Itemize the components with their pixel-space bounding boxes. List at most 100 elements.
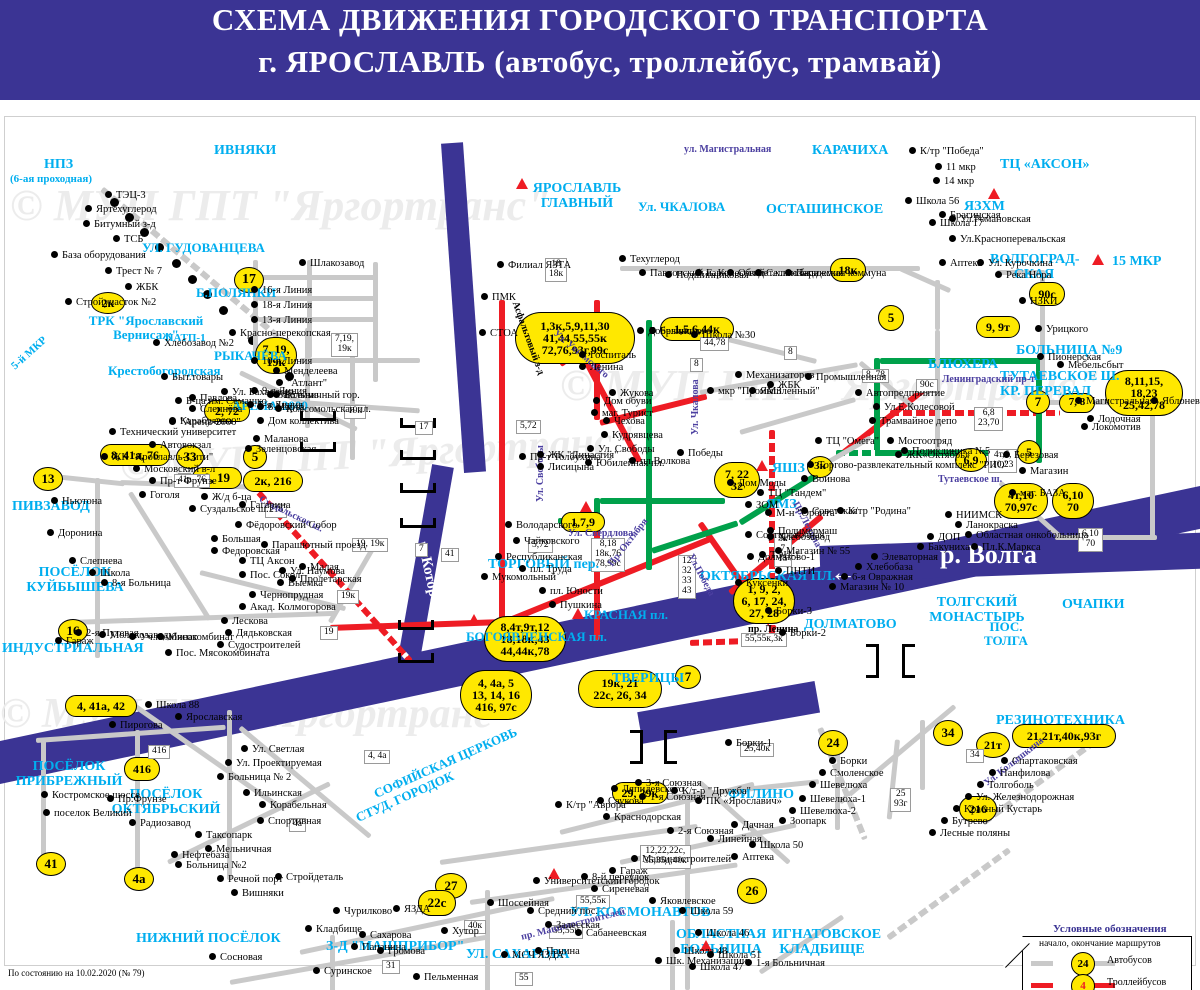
stop-dot [841,573,848,580]
stop-label: Ул.Е.Колесовой [884,402,955,413]
stop-label: Таксопарк [206,830,253,841]
stop-label: 1-я Союзная [650,792,706,803]
stop-label: Борки-1 [736,738,772,749]
route-badge[interactable]: 26 [737,878,767,904]
terminal-name: ОСТАШИНСКОЕ [766,202,884,217]
stop-dot [1009,489,1016,496]
terminal-name: РЕЗИНОТЕХНИКА [996,713,1125,728]
terminal-name: УЛ. САХАРОВА [466,947,570,962]
stop-dot [869,417,876,424]
terminal-name: РЫКАЧЁВА [214,348,287,363]
stop-label: Советская [812,506,858,517]
stop-dot [1035,325,1042,332]
route-badge[interactable]: 22с [418,890,456,916]
stop-label: поселок Великий [54,808,132,819]
route-badge[interactable]: 216 [959,796,997,822]
stop-label: Победы [688,448,723,459]
bridge-icon [398,620,434,630]
stop-label: Хлебозавод [778,532,831,543]
stop-label: 8-й переулок [592,872,650,883]
stop-label: Московский в-л [144,464,216,475]
stop-dot [257,417,264,424]
route-badge[interactable]: 2, 72 [204,400,250,422]
stop-dot [65,298,72,305]
route-badge[interactable]: 8, 41а, 76 [100,444,170,466]
route-badge[interactable]: 5 [878,305,904,331]
stop-label: Суздальское ш. [200,504,269,515]
stop-dot [165,649,172,656]
stop-dot [801,475,808,482]
stop-dot [277,579,284,586]
stop-label: Дом обуви [604,396,652,407]
stop-dot [251,301,258,308]
stop-label: Ньютона [62,496,103,507]
stop-dot [707,387,714,394]
header-title-line2: г. ЯРОСЛАВЛЬ (автобус, троллейбус, трамв… [258,44,942,79]
route-badge[interactable]: 1,7,9 [561,512,605,532]
route-badge[interactable]: 1, 9, 2,6, 17, 24,27, 28 [733,578,795,624]
route-badge[interactable]: 6,9 [955,448,987,472]
route-badge[interactable]: 21,21т,40к,93г [1012,724,1116,748]
route-badge[interactable]: 13 [33,467,63,491]
stop-dot [313,967,320,974]
route-badge[interactable]: 4а [124,867,154,891]
stop-label: Парижская коммуна [796,268,887,279]
stop-label: Чернопрудная [260,590,324,601]
stop-dot [855,563,862,570]
stop-label: ЖБК [778,380,801,391]
stop-dot [805,373,812,380]
stop-dot [689,963,696,970]
terminal-name: ПОС. ТОЛГА [984,619,1028,648]
route-badge[interactable]: 4, 41а, 42 [65,695,137,717]
terminal-name: ТВЕРИЦЫ [612,671,685,686]
route-badge[interactable]: 9, 9т [976,316,1020,338]
stop-dot [939,259,946,266]
bridge-icon [664,730,677,764]
stop-dot [251,286,258,293]
terminal-name: ЯЗХМ [964,199,1005,214]
stop-dot [731,821,738,828]
route-line [1055,535,1157,540]
stop-dot [933,177,940,184]
stop-label: Ул. Проектируемая [236,758,322,769]
stop-label: Машиностроителей [642,854,732,865]
stop-label: Магазин № 55 [786,546,851,557]
route-badge[interactable]: 2к [91,292,125,314]
stop-dot [189,505,196,512]
route-badge[interactable]: 7 [1026,390,1050,414]
stop-dot [727,479,734,486]
stop-dot [905,197,912,204]
route-badge[interactable]: 5 [1017,440,1041,464]
stop-dot [129,633,136,640]
route-badge[interactable]: 416 [124,757,160,781]
route-badge[interactable]: 17 [234,267,264,293]
route-badge[interactable]: 33 [176,445,204,469]
stop-label: ТСБ [124,234,144,245]
route-badge[interactable]: 41 [36,852,66,876]
route-badge[interactable]: 90с [1029,282,1065,306]
route-badge[interactable]: 24 [818,730,848,756]
stop-label: Школа 88 [156,700,200,711]
stop-dot [239,571,246,578]
stop-label: Шлакозавод [310,258,365,269]
stop-dot [779,629,786,636]
stop-label: Обл.дет.клин.б-ца [738,268,819,279]
stop-dot [635,779,642,786]
stop-dot [149,477,156,484]
route-badge[interactable]: 7 [675,665,701,689]
route-badge[interactable]: 2к, 216 [243,470,303,492]
route-badge[interactable]: 34 [933,720,963,746]
stop-label: ЖК "Ярославль-Сити" [112,452,214,463]
route-badge[interactable]: 16 [58,619,88,643]
stop-label: ТЦ "Тандем" [768,488,827,499]
route-badge[interactable]: 18к [830,258,866,282]
map-canvas[interactable]: © МУП ГПТ "Яргортранс" © МУП ГПТ "Яргорт… [0,98,1200,990]
stop-label: ЖК "Династия" [548,450,619,461]
